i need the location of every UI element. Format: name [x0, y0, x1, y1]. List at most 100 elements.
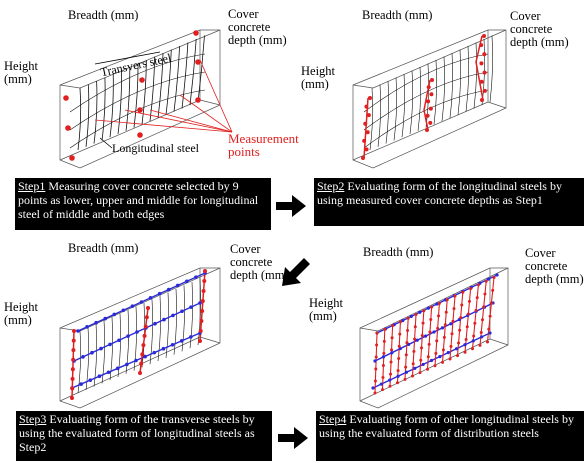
- step4-height-label: Height (mm): [309, 296, 344, 323]
- transverse-point: [117, 338, 121, 343]
- transverse-point: [480, 335, 484, 339]
- longitudinal-point: [448, 357, 452, 361]
- longitudinal-point: [418, 371, 422, 375]
- measurement-point: [479, 43, 484, 48]
- measurement-point: [428, 106, 433, 111]
- transverse-point: [115, 366, 120, 371]
- longitudinal-point: [443, 323, 447, 327]
- step2-breadth-label: Breadth (mm): [362, 8, 433, 22]
- measurement-point: [482, 70, 487, 75]
- longitudinal-point: [70, 396, 74, 400]
- longitudinal-point: [433, 364, 437, 368]
- longitudinal-point: [457, 341, 461, 345]
- longitudinal-point: [441, 348, 445, 352]
- transverse-point: [143, 354, 147, 359]
- transverse-point: [373, 359, 377, 363]
- longitudinal-point: [406, 316, 410, 320]
- transverse-steel: [69, 53, 206, 113]
- longitudinal-point: [456, 354, 459, 358]
- longitudinal-point: [71, 357, 76, 362]
- longitudinal-steel: [173, 45, 180, 112]
- longitudinal-point: [488, 314, 492, 318]
- transverse-point: [396, 374, 400, 378]
- longitudinal-point: [70, 367, 75, 372]
- longitudinal-point: [480, 318, 484, 322]
- longitudinal-point: [71, 348, 76, 353]
- transverse-point: [79, 382, 83, 386]
- transverse-point: [454, 347, 459, 351]
- longitudinal-point: [199, 319, 204, 323]
- longitudinal-steel: [189, 281, 193, 349]
- transverse-point: [88, 378, 93, 382]
- longitudinal-steel: [456, 292, 464, 356]
- transverse-point: [426, 306, 431, 310]
- transverse-steel: [69, 71, 206, 131]
- transverse-point: [112, 312, 117, 317]
- longitudinal-steel: [85, 327, 89, 390]
- longitudinal-point: [489, 301, 493, 305]
- longitudinal-steel: [464, 288, 472, 353]
- step4-caption: Step4 Evaluating form of other longitudi…: [316, 411, 584, 461]
- transverse-point: [413, 366, 417, 370]
- longitudinal-point: [198, 329, 203, 333]
- step4-3d-box: [359, 267, 509, 409]
- longitudinal-steel: [473, 42, 477, 109]
- longitudinal-point: [428, 330, 432, 334]
- transverse-point: [379, 382, 383, 386]
- longitudinal-point: [382, 351, 386, 355]
- longitudinal-steel: [401, 73, 405, 138]
- longitudinal-point: [405, 341, 409, 345]
- longitudinal-steel: [419, 310, 425, 373]
- transverse-point: [401, 318, 405, 323]
- measurement-point: [139, 77, 145, 83]
- longitudinal-steel: [165, 49, 172, 115]
- longitudinal-point: [381, 376, 385, 380]
- measurement-point: [365, 130, 370, 135]
- longitudinal-point: [491, 288, 495, 292]
- transverse-point: [106, 370, 111, 375]
- longitudinal-point: [426, 355, 430, 359]
- longitudinal-steel: [479, 281, 487, 346]
- longitudinal-steel: [409, 70, 413, 135]
- transverse-point: [486, 277, 491, 281]
- longitudinal-point: [458, 328, 462, 332]
- transverse-point: [440, 326, 445, 330]
- longitudinal-point: [471, 347, 474, 351]
- longitudinal-steel: [433, 59, 437, 125]
- longitudinal-steel: [393, 77, 397, 141]
- longitudinal-point: [70, 376, 75, 381]
- measurement-point: [361, 156, 365, 160]
- step2-evaluated-longitudinal: [363, 35, 484, 159]
- longitudinal-point: [138, 371, 142, 375]
- longitudinal-steel: [173, 288, 177, 355]
- longitudinal-steel: [441, 299, 448, 363]
- longitudinal-point: [461, 290, 465, 294]
- transverse-point: [135, 330, 139, 334]
- longitudinal-point: [464, 337, 468, 341]
- step3-transverse-steels: [71, 272, 206, 389]
- longitudinal-steel: [489, 35, 493, 103]
- transverse-point: [166, 287, 171, 292]
- measurement-point: [366, 113, 371, 118]
- measurement-point: [63, 95, 69, 101]
- transverse-point: [415, 338, 419, 342]
- measurement-point: [364, 147, 369, 152]
- transverse-point: [134, 358, 138, 363]
- longitudinal-point: [421, 321, 425, 325]
- measurement-point: [429, 92, 434, 97]
- transverse-point: [125, 362, 129, 367]
- longitudinal-steel: [181, 42, 189, 109]
- measurement-point: [479, 79, 484, 84]
- longitudinal-point: [389, 372, 393, 376]
- longitudinal-point: [411, 362, 415, 366]
- longitudinal-steel: [457, 49, 461, 115]
- longitudinal-point: [466, 312, 470, 316]
- measurement-point: [195, 59, 201, 65]
- longitudinal-point: [449, 344, 453, 348]
- measurement-point: [480, 98, 484, 102]
- measurement-point: [425, 128, 429, 132]
- transverse-point: [94, 320, 98, 325]
- longitudinal-steel: [133, 63, 139, 128]
- arrow-right-icon: [276, 195, 306, 217]
- step2-caption-text: Evaluating form of the longitudinal stee…: [317, 179, 562, 207]
